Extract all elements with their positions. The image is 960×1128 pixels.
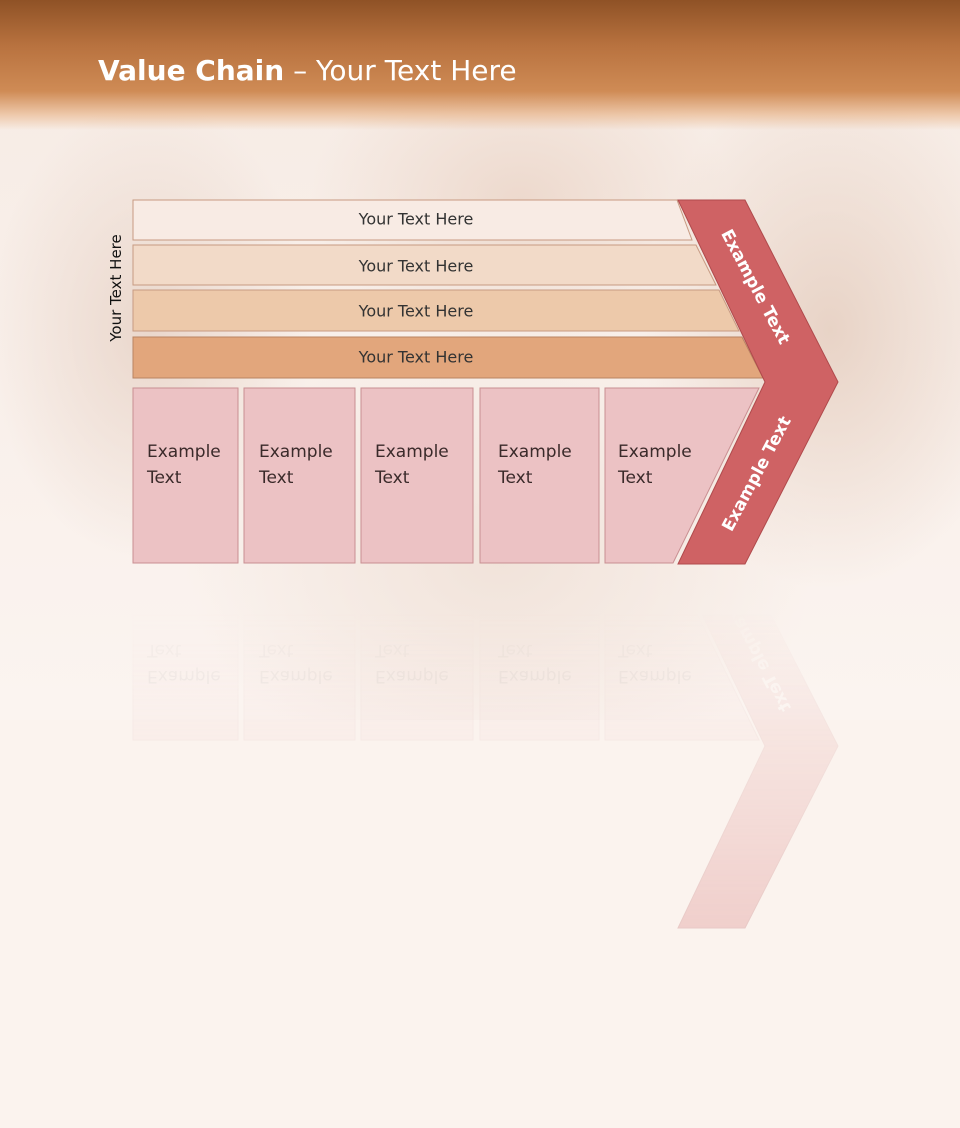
box-5-line-2: Text [618, 468, 653, 488]
bar-2-label: Your Text Here [358, 256, 474, 276]
slide-title: Value Chain – Your Text Here [98, 54, 517, 87]
box-5-line-2: Text [618, 640, 653, 660]
title-bold: Value Chain [98, 54, 285, 87]
box-1 [132, 564, 239, 741]
title-rest: – Your Text Here [284, 54, 517, 87]
title-bar [0, 0, 960, 130]
bar-2 [132, 244, 717, 286]
box-1-line-2: Text [147, 468, 182, 488]
box-5-text: Example Text [618, 439, 692, 491]
box-2-line-1: Example [259, 666, 333, 686]
box-5 [604, 387, 760, 564]
box-4-line-1: Example [498, 442, 572, 462]
box-3-text: Example Text [375, 637, 449, 689]
bar-3 [132, 289, 740, 332]
box-4 [479, 564, 600, 741]
box-3 [360, 387, 474, 564]
diagram-shapes [132, 563, 839, 929]
box-2-text: Example Text [259, 637, 333, 689]
bar-1-label: Your Text Here [358, 209, 474, 229]
box-3 [360, 564, 474, 741]
box-1-line-2: Text [147, 640, 182, 660]
box-4 [479, 387, 600, 564]
box-1-line-1: Example [147, 442, 221, 462]
box-4-text: Example Text [498, 637, 572, 689]
diagram-reflection: Example Text Example Text Example Text E… [0, 408, 960, 1128]
box-3-line-1: Example [375, 442, 449, 462]
box-2-text: Example Text [259, 439, 333, 491]
box-4-line-2: Text [498, 640, 533, 660]
box-5-line-1: Example [618, 442, 692, 462]
box-1-text: Example Text [147, 439, 221, 491]
box-1 [132, 387, 239, 564]
bar-1 [132, 199, 693, 241]
bar-3-label: Your Text Here [358, 301, 474, 321]
box-3-text: Example Text [375, 439, 449, 491]
box-4-line-2: Text [498, 468, 533, 488]
box-4-text: Example Text [498, 439, 572, 491]
chevron-arrow [677, 199, 839, 565]
bar-4-label: Your Text Here [358, 347, 474, 367]
box-2-line-2: Text [259, 640, 294, 660]
box-2 [243, 564, 356, 741]
box-2 [243, 387, 356, 564]
box-3-line-1: Example [375, 666, 449, 686]
box-3-line-2: Text [375, 640, 410, 660]
box-2-line-2: Text [259, 468, 294, 488]
chevron-arrow [677, 563, 839, 929]
box-1-line-1: Example [147, 666, 221, 686]
box-4-line-1: Example [498, 666, 572, 686]
box-5-text: Example Text [618, 637, 692, 689]
diagram-shapes [132, 199, 839, 565]
box-1-text: Example Text [147, 637, 221, 689]
box-2-line-1: Example [259, 442, 333, 462]
box-3-line-2: Text [375, 468, 410, 488]
box-5-line-1: Example [618, 666, 692, 686]
